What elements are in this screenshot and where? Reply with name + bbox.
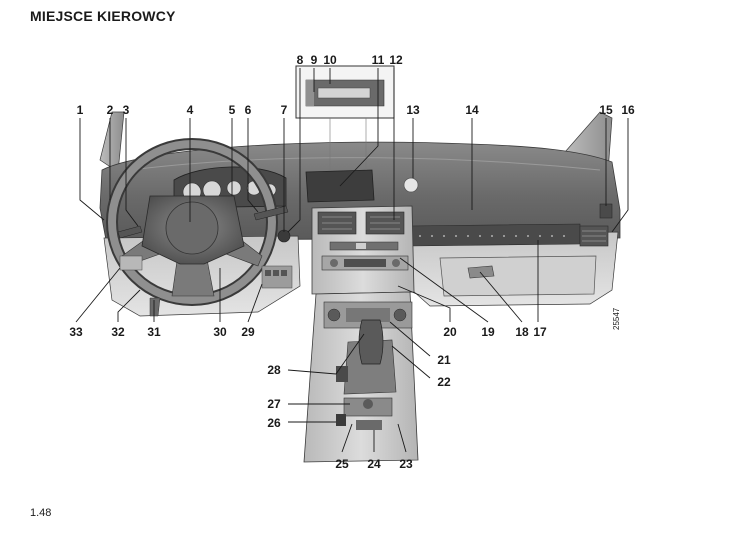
callout-17: 17 (533, 325, 547, 339)
callout-14: 14 (465, 103, 479, 117)
callout-24: 24 (367, 457, 381, 471)
callout-30: 30 (213, 325, 227, 339)
callout-23: 23 (399, 457, 413, 471)
right-air-vent (579, 225, 609, 247)
centre-air-vent-right (365, 211, 405, 235)
callout-11: 11 (372, 53, 385, 67)
glove-box (439, 255, 597, 297)
figure-reference-code: 25547 (612, 307, 621, 330)
callout-33: 33 (69, 325, 83, 339)
callout-22: 22 (437, 375, 451, 389)
callout-18: 18 (515, 325, 529, 339)
callout-4: 4 (187, 103, 194, 117)
page-number: 1.48 (30, 507, 52, 519)
callout-28: 28 (267, 363, 281, 377)
sun-sensor (403, 177, 419, 193)
steering-wheel (106, 138, 278, 306)
centre-stack (311, 205, 415, 295)
bonnet-release (119, 255, 143, 271)
callout-27: 27 (267, 397, 281, 411)
callout-21: 21 (437, 353, 451, 367)
callout-3: 3 (123, 103, 130, 117)
gear-lever (336, 319, 397, 395)
pedal-area (149, 297, 161, 317)
callout-19: 19 (481, 325, 495, 339)
callout-20: 20 (443, 325, 457, 339)
callout-32: 32 (111, 325, 125, 339)
callout-31: 31 (147, 325, 161, 339)
callout-25: 25 (335, 457, 349, 471)
callout-15: 15 (599, 103, 613, 117)
callout-13: 13 (406, 103, 420, 117)
callout-1: 1 (77, 103, 84, 117)
callout-9: 9 (311, 53, 318, 67)
handbrake-and-controls (336, 397, 393, 430)
side-window-demister (599, 203, 613, 219)
callout-29: 29 (241, 325, 255, 339)
callout-5: 5 (229, 103, 236, 117)
callout-12: 12 (389, 53, 403, 67)
callout-numbers: 1 2 3 4 5 6 7 8 9 10 11 12 13 14 15 16 1… (69, 53, 635, 471)
callout-10: 10 (323, 53, 337, 67)
centre-air-vent-left (317, 211, 357, 235)
leader-lines (75, 68, 629, 453)
page-title: MIEJSCE KIEROWCY (30, 8, 176, 24)
callout-7: 7 (281, 103, 288, 117)
lighting-stalk (117, 225, 143, 239)
wiper-stalk (253, 205, 289, 221)
hazard-and-switch-row (329, 241, 399, 251)
callout-6: 6 (245, 103, 252, 117)
dashboard-trim-strip (409, 223, 581, 247)
callout-16: 16 (621, 103, 635, 117)
callout-26: 26 (267, 416, 281, 430)
radio-unit (321, 255, 409, 271)
lower-console (303, 291, 419, 463)
callout-2: 2 (107, 103, 114, 117)
callout-8: 8 (297, 53, 304, 67)
left-switch-panel (261, 265, 293, 289)
